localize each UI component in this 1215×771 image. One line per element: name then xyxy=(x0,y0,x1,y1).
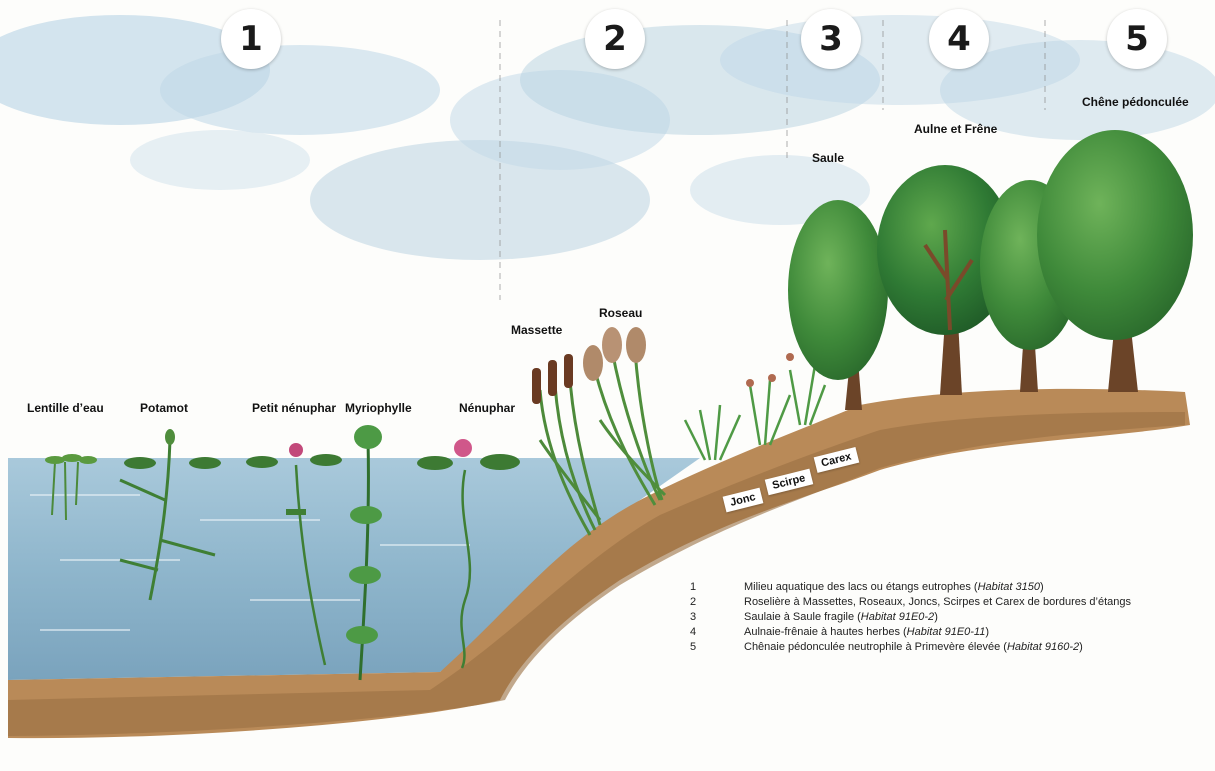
legend: 1 Milieu aquatique des lacs ou étangs eu… xyxy=(690,580,1131,655)
legend-row-2: 2 Roselière à Massettes, Roseaux, Joncs,… xyxy=(690,595,1131,610)
label-lentille: Lentille d’eau xyxy=(27,401,104,415)
label-myriophylle: Myriophylle xyxy=(345,401,412,415)
legend-number: 2 xyxy=(690,595,744,610)
tree-saule xyxy=(788,200,888,410)
zone-number-3: 3 xyxy=(801,9,861,69)
tree-chene xyxy=(1037,130,1193,392)
label-nenuphar: Nénuphar xyxy=(459,401,515,415)
label-petit-nenuphar: Petit nénuphar xyxy=(252,401,336,415)
legend-number: 4 xyxy=(690,625,744,640)
label-aulne-frene: Aulne et Frêne xyxy=(914,122,997,136)
legend-text: Aulnaie-frênaie à hautes herbes (Habitat… xyxy=(744,625,989,640)
legend-row-4: 4 Aulnaie-frênaie à hautes herbes (Habit… xyxy=(690,625,1131,640)
legend-number: 1 xyxy=(690,580,744,595)
legend-number: 3 xyxy=(690,610,744,625)
label-saule: Saule xyxy=(812,151,844,165)
label-massette: Massette xyxy=(511,323,562,337)
label-roseau: Roseau xyxy=(599,306,642,320)
legend-row-1: 1 Milieu aquatique des lacs ou étangs eu… xyxy=(690,580,1131,595)
legend-text: Roselière à Massettes, Roseaux, Joncs, S… xyxy=(744,595,1131,610)
legend-row-3: 3 Saulaie à Saule fragile (Habitat 91E0-… xyxy=(690,610,1131,625)
label-potamot: Potamot xyxy=(140,401,188,415)
label-chene: Chêne pédonculée xyxy=(1082,95,1189,109)
legend-number: 5 xyxy=(690,640,744,655)
legend-text: Milieu aquatique des lacs ou étangs eutr… xyxy=(744,580,1044,595)
legend-row-5: 5 Chênaie pédonculée neutrophile à Prime… xyxy=(690,640,1131,655)
zone-number-5: 5 xyxy=(1107,9,1167,69)
legend-text: Saulaie à Saule fragile (Habitat 91E0-2) xyxy=(744,610,938,625)
legend-text: Chênaie pédonculée neutrophile à Primevè… xyxy=(744,640,1083,655)
zone-number-4: 4 xyxy=(929,9,989,69)
zone-number-1: 1 xyxy=(221,9,281,69)
zone-number-2: 2 xyxy=(585,9,645,69)
